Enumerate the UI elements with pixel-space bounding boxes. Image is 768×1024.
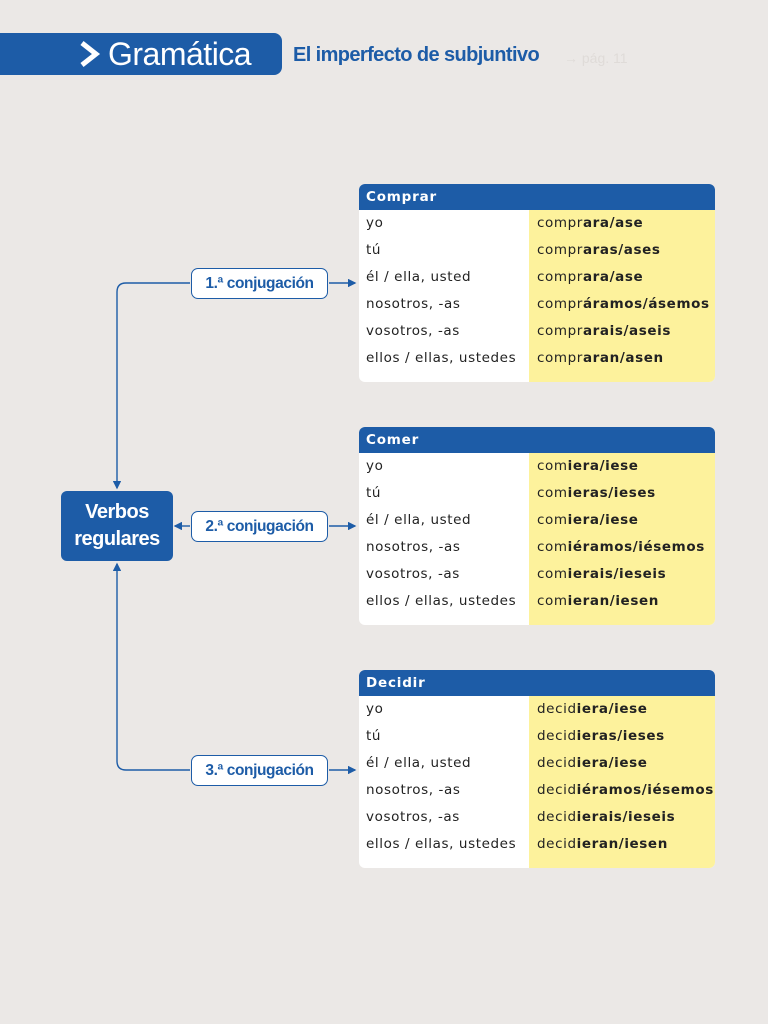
table-row: él / ella, usted comprara/ase bbox=[359, 264, 715, 291]
pronoun: nosotros, -as bbox=[366, 539, 461, 555]
table-row: ellos / ellas, ustedes comieran/iesen bbox=[359, 588, 715, 615]
pronoun: nosotros, -as bbox=[366, 782, 461, 798]
conjugation-box-2: 2.ª conjugación bbox=[191, 511, 328, 542]
table-row: tú compraras/ases bbox=[359, 237, 715, 264]
table-row: tú comieras/ieses bbox=[359, 480, 715, 507]
table-row: vosotros, -as comierais/ieseis bbox=[359, 561, 715, 588]
verb-form: comierais/ieseis bbox=[537, 566, 667, 582]
pronoun: él / ella, usted bbox=[366, 512, 472, 528]
chevron-right-icon bbox=[80, 41, 101, 67]
verb-form: decidiera/iese bbox=[537, 701, 648, 717]
table-row: él / ella, usted comiera/iese bbox=[359, 507, 715, 534]
table-row: nosotros, -as decidiéramos/iésemos bbox=[359, 777, 715, 804]
conjugation-table-decidir: Decidir yo decidiera/iese tú decidieras/ie… bbox=[359, 670, 715, 868]
connector-branch-1 bbox=[112, 282, 190, 490]
pronoun: vosotros, -as bbox=[366, 566, 460, 582]
verb-form: comiera/iese bbox=[537, 512, 639, 528]
verb-form: decidieran/iesen bbox=[537, 836, 668, 852]
table-row: él / ella, usted decidiera/iese bbox=[359, 750, 715, 777]
root-label-line2: regulares bbox=[74, 528, 160, 550]
page-reference: → pág. 11 bbox=[564, 50, 628, 66]
table-row: vosotros, -as decidierais/ieseis bbox=[359, 804, 715, 831]
conjugation-box-1: 1.ª conjugación bbox=[191, 268, 328, 299]
table-row: nosotros, -as compráramos/ásemos bbox=[359, 291, 715, 318]
topic-title: El imperfecto de subjuntivo bbox=[293, 44, 540, 66]
conjugation-table-comer: Comer yo comiera/iese tú comieras/ieses él… bbox=[359, 427, 715, 625]
endings-column bbox=[529, 696, 715, 868]
endings-column bbox=[529, 210, 715, 382]
table-row: ellos / ellas, ustedes compraran/asen bbox=[359, 345, 715, 372]
pronoun: tú bbox=[366, 485, 382, 501]
pronoun: ellos / ellas, ustedes bbox=[366, 350, 517, 366]
verb-form: comiéramos/iésemos bbox=[537, 539, 705, 555]
table-row: yo comiera/iese bbox=[359, 453, 715, 480]
table-row: yo decidiera/iese bbox=[359, 696, 715, 723]
pronoun: nosotros, -as bbox=[366, 296, 461, 312]
verb-form: compraras/ases bbox=[537, 242, 661, 258]
root-node: Verbos regulares bbox=[61, 491, 173, 561]
verb-form: decidierais/ieseis bbox=[537, 809, 676, 825]
table-row: yo comprara/ase bbox=[359, 210, 715, 237]
pronoun: yo bbox=[366, 215, 384, 231]
verb-form: comieran/iesen bbox=[537, 593, 659, 609]
pronoun: tú bbox=[366, 728, 382, 744]
pronoun: él / ella, usted bbox=[366, 269, 472, 285]
verb-form: comprara/ase bbox=[537, 269, 644, 285]
verb-form: decidieras/ieses bbox=[537, 728, 665, 744]
table-row: vosotros, -as comprarais/aseis bbox=[359, 318, 715, 345]
pronoun: él / ella, usted bbox=[366, 755, 472, 771]
table-header: Comer bbox=[359, 427, 715, 453]
table-header: Comprar bbox=[359, 184, 715, 210]
verb-form: comprara/ase bbox=[537, 215, 644, 231]
verb-form: compraran/asen bbox=[537, 350, 664, 366]
pronoun: yo bbox=[366, 701, 384, 717]
pronoun: vosotros, -as bbox=[366, 809, 460, 825]
table-header: Decidir bbox=[359, 670, 715, 696]
verb-form: comiera/iese bbox=[537, 458, 639, 474]
table-row: ellos / ellas, ustedes decidieran/iesen bbox=[359, 831, 715, 858]
root-label-line1: Verbos bbox=[85, 501, 149, 523]
verb-form: decidiéramos/iésemos bbox=[537, 782, 714, 798]
table-row: nosotros, -as comiéramos/iésemos bbox=[359, 534, 715, 561]
table-row: tú decidieras/ieses bbox=[359, 723, 715, 750]
section-header: Gramática bbox=[0, 33, 282, 75]
verb-form: decidiera/iese bbox=[537, 755, 648, 771]
pronoun: yo bbox=[366, 458, 384, 474]
conjugation-box-3: 3.ª conjugación bbox=[191, 755, 328, 786]
pronoun: ellos / ellas, ustedes bbox=[366, 593, 517, 609]
verb-form: comieras/ieses bbox=[537, 485, 656, 501]
verb-form: compráramos/ásemos bbox=[537, 296, 710, 312]
connector-branch-3 bbox=[112, 562, 190, 771]
section-title: Gramática bbox=[108, 36, 252, 72]
pronoun: ellos / ellas, ustedes bbox=[366, 836, 517, 852]
pronoun: vosotros, -as bbox=[366, 323, 460, 339]
pronoun: tú bbox=[366, 242, 382, 258]
verb-form: comprarais/aseis bbox=[537, 323, 671, 339]
endings-column bbox=[529, 453, 715, 625]
